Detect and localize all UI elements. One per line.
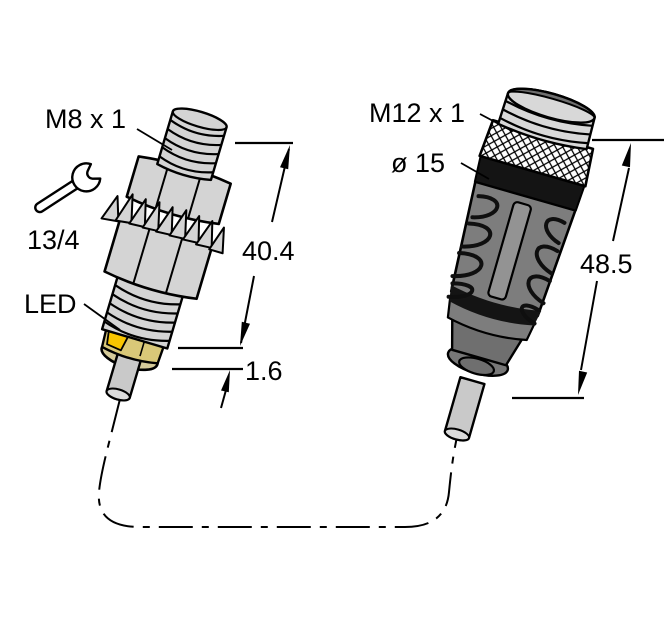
top-cap-outline: [506, 87, 596, 124]
sensor-cable-end: [105, 387, 131, 402]
body-center-slot: [487, 201, 532, 301]
leader-m8: [136, 128, 173, 151]
dimension-1-6: [172, 367, 243, 409]
dim-line: [220, 389, 227, 409]
m8-sensor-drawing: [100, 107, 232, 402]
dim-arrow-up: [221, 370, 230, 393]
dim-line: [580, 167, 630, 371]
hex-nut-upper-facets: [154, 163, 203, 219]
dimension-48-5: [512, 138, 664, 400]
upper-thread-barrel: [156, 107, 228, 182]
knurl-crosshatch: [479, 120, 593, 187]
body-bottom-band: [449, 284, 542, 326]
dim-arrow-up: [280, 145, 290, 170]
leader-m12: [479, 113, 513, 132]
upper-thread-top-ellipse: [171, 110, 228, 132]
lower-thread-lines: [103, 284, 181, 342]
dimension-40-4: [178, 141, 293, 350]
leader-led: [83, 303, 121, 331]
label-m12-thread: M12 x 1: [369, 98, 465, 128]
dim-arrow-down: [240, 321, 250, 346]
grip-grooves: [446, 194, 567, 326]
dim-arrow-down: [578, 370, 588, 395]
label-led: LED: [24, 289, 77, 319]
upper-thread-lines: [158, 119, 225, 174]
dim-arrow-up: [621, 143, 631, 168]
label-wrench-size: 13/4: [27, 225, 80, 255]
dim-text-40-4: 40.4: [242, 236, 295, 266]
serrated-washer: [100, 193, 225, 255]
connector-cable-end: [443, 427, 471, 442]
hex-nut-lower-facets: [132, 224, 185, 294]
dim-text-1-6: 1.6: [245, 356, 283, 386]
dim-text-48-5: 48.5: [580, 249, 633, 279]
m12-connector-drawing: [443, 87, 596, 442]
label-m8-thread: M8 x 1: [45, 104, 126, 134]
label-diameter-15: ø 15: [391, 148, 445, 178]
neck-collar-inner: [458, 356, 496, 377]
wrench-icon: [34, 162, 102, 214]
cable-dashed-line: [97, 398, 458, 528]
leader-diameter: [460, 162, 490, 180]
